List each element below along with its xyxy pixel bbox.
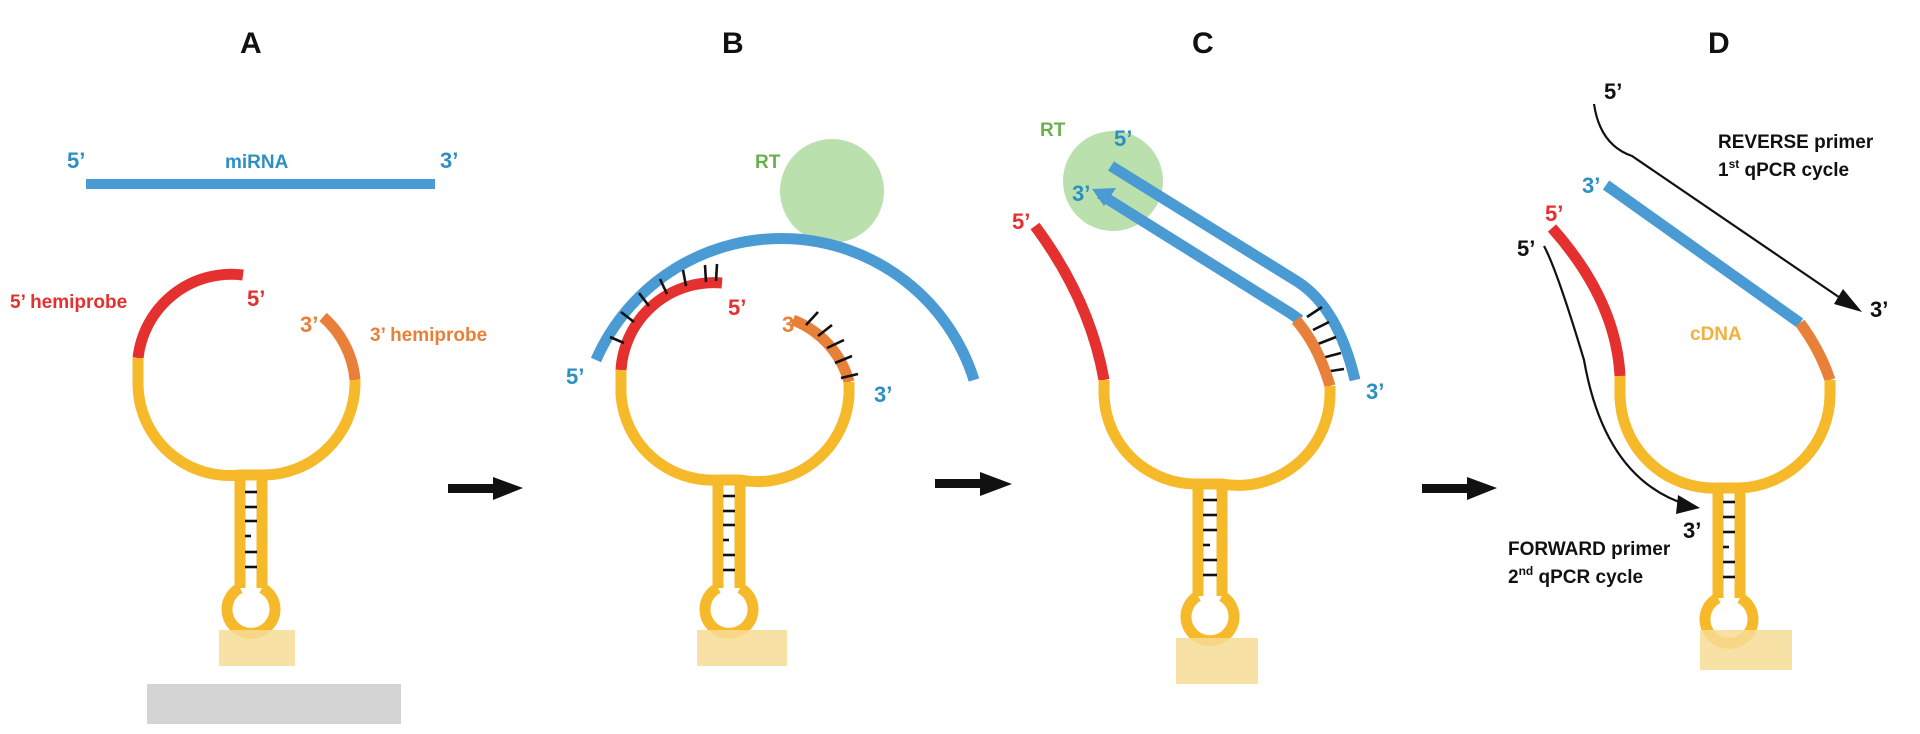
hemi3-end-label: 3’ [300, 312, 318, 337]
cdna-blue-d [1602, 180, 1804, 328]
process-arrow-1 [448, 477, 523, 500]
stem-base-pairs-b [723, 494, 735, 572]
process-arrow-3 [1422, 477, 1497, 500]
pixelated-loop-region-d [1700, 630, 1792, 670]
blue-5-end-b: 5’ [566, 364, 584, 389]
stem-base-pairs [245, 490, 257, 569]
forward-cycle-number: 2 [1508, 567, 1519, 588]
stem-base-pairs-d [1723, 500, 1735, 579]
reverse-primer-label: REVERSE primer [1718, 132, 1874, 153]
pixelated-redaction [147, 684, 401, 724]
panel-d-label: D [1708, 27, 1730, 60]
pixelated-loop-region-b [697, 630, 787, 666]
panel-b-label: B [722, 27, 744, 60]
red-5-end-d: 5’ [1545, 201, 1563, 226]
reverse-primer-arrowhead [1834, 289, 1862, 312]
reverse-5-end-d: 5’ [1604, 79, 1622, 104]
process-arrow-2 [935, 472, 1012, 496]
panel-a-label: A [240, 27, 262, 60]
forward-5-end-d: 5’ [1517, 236, 1535, 261]
hemiprobe-5-red-b [615, 277, 723, 371]
mirna-label: miRNA [225, 152, 289, 173]
forward-cycle-sup: nd [1519, 564, 1534, 578]
hemiprobe-3-orange [319, 312, 361, 381]
cdna-label: cDNA [1690, 324, 1742, 345]
reverse-cycle-number: 1 [1718, 160, 1729, 181]
hemiprobe-3-label: 3’ hemiprobe [370, 325, 487, 346]
cdna-extension-c [1097, 190, 1304, 325]
reverse-primer-arrow [1592, 103, 1855, 308]
mirna-5-end-label: 5’ [67, 148, 85, 173]
blue-3-end-b: 3’ [874, 382, 892, 407]
hemiprobe-5-label: 5’ hemiprobe [10, 292, 127, 313]
forward-cycle-label: 2nd qPCR cycle [1508, 564, 1643, 588]
reverse-cycle-sup: st [1729, 157, 1740, 171]
rt-label-c: RT [1040, 120, 1066, 141]
blue-5-end-c: 5’ [1114, 126, 1132, 151]
reverse-cycle-label: 1st qPCR cycle [1718, 157, 1849, 181]
stem-base-pairs-c [1203, 498, 1217, 577]
hemiprobe-3-orange-b [790, 314, 855, 384]
cdna-arrowhead-c [1092, 188, 1116, 206]
hybrid-base-pairs [609, 263, 859, 380]
forward-cycle-text: qPCR cycle [1533, 567, 1643, 588]
hemiprobe-5-red-c [1030, 222, 1110, 381]
panel-c: C RT 5’ 3’ 5’ 3’ [1012, 27, 1384, 684]
mirna-template-c [1108, 161, 1361, 382]
mirna-3-end-label: 3’ [440, 148, 458, 173]
outer-3-end-c: 3’ [1366, 379, 1384, 404]
reverse-cycle-text: qPCR cycle [1739, 160, 1849, 181]
probe-bottom-loop-c [1180, 591, 1240, 647]
hemiprobe-5-red [132, 268, 244, 359]
rt-enzyme-b [780, 139, 884, 243]
forward-primer-label: FORWARD primer [1508, 539, 1671, 560]
red-5-end-b: 5’ [728, 295, 746, 320]
hemiprobe-3-orange-d [1795, 319, 1836, 382]
forward-primer-arrowhead [1676, 495, 1700, 514]
probe-loop-yellow-b [615, 370, 855, 488]
forward-primer-arrow [1543, 245, 1691, 508]
hemi5-end-label: 5’ [247, 286, 265, 311]
reverse-3-end-d: 3’ [1870, 297, 1888, 322]
hemiprobe-5-red-d [1547, 224, 1626, 377]
pixelated-loop-region [219, 630, 295, 666]
probe-bottom-loop-b [699, 583, 759, 639]
blue-3-end-d: 3’ [1582, 173, 1600, 198]
panel-b: B RT [566, 27, 980, 666]
red-5-end-c: 5’ [1012, 209, 1030, 234]
panel-a: A 5’ miRNA 3’ 5’ 5’ hemiprobe 3’ 3’ hemi… [10, 27, 487, 724]
rt-enzyme-c [1063, 131, 1163, 231]
probe-loop-yellow-c [1098, 380, 1336, 491]
mirna-hybridized [590, 232, 980, 382]
hemiprobe-3-orange-c [1291, 316, 1336, 388]
panel-c-label: C [1192, 27, 1214, 60]
pixelated-loop-region-c [1176, 638, 1258, 684]
forward-3-end-d: 3’ [1683, 518, 1701, 543]
blue-3-end-c: 3’ [1072, 181, 1090, 206]
rt-label-b: RT [755, 152, 781, 173]
orange-3-end-b: 3’ [782, 312, 800, 337]
panel-d: D 5’ REVERSE primer 1st qPCR cycle 3’ 3’… [1508, 27, 1888, 670]
probe-loop-yellow-d [1614, 376, 1836, 494]
probe-loop-yellow [132, 358, 361, 482]
mirna-strand [86, 179, 435, 189]
probe-bottom-loop [221, 583, 281, 639]
